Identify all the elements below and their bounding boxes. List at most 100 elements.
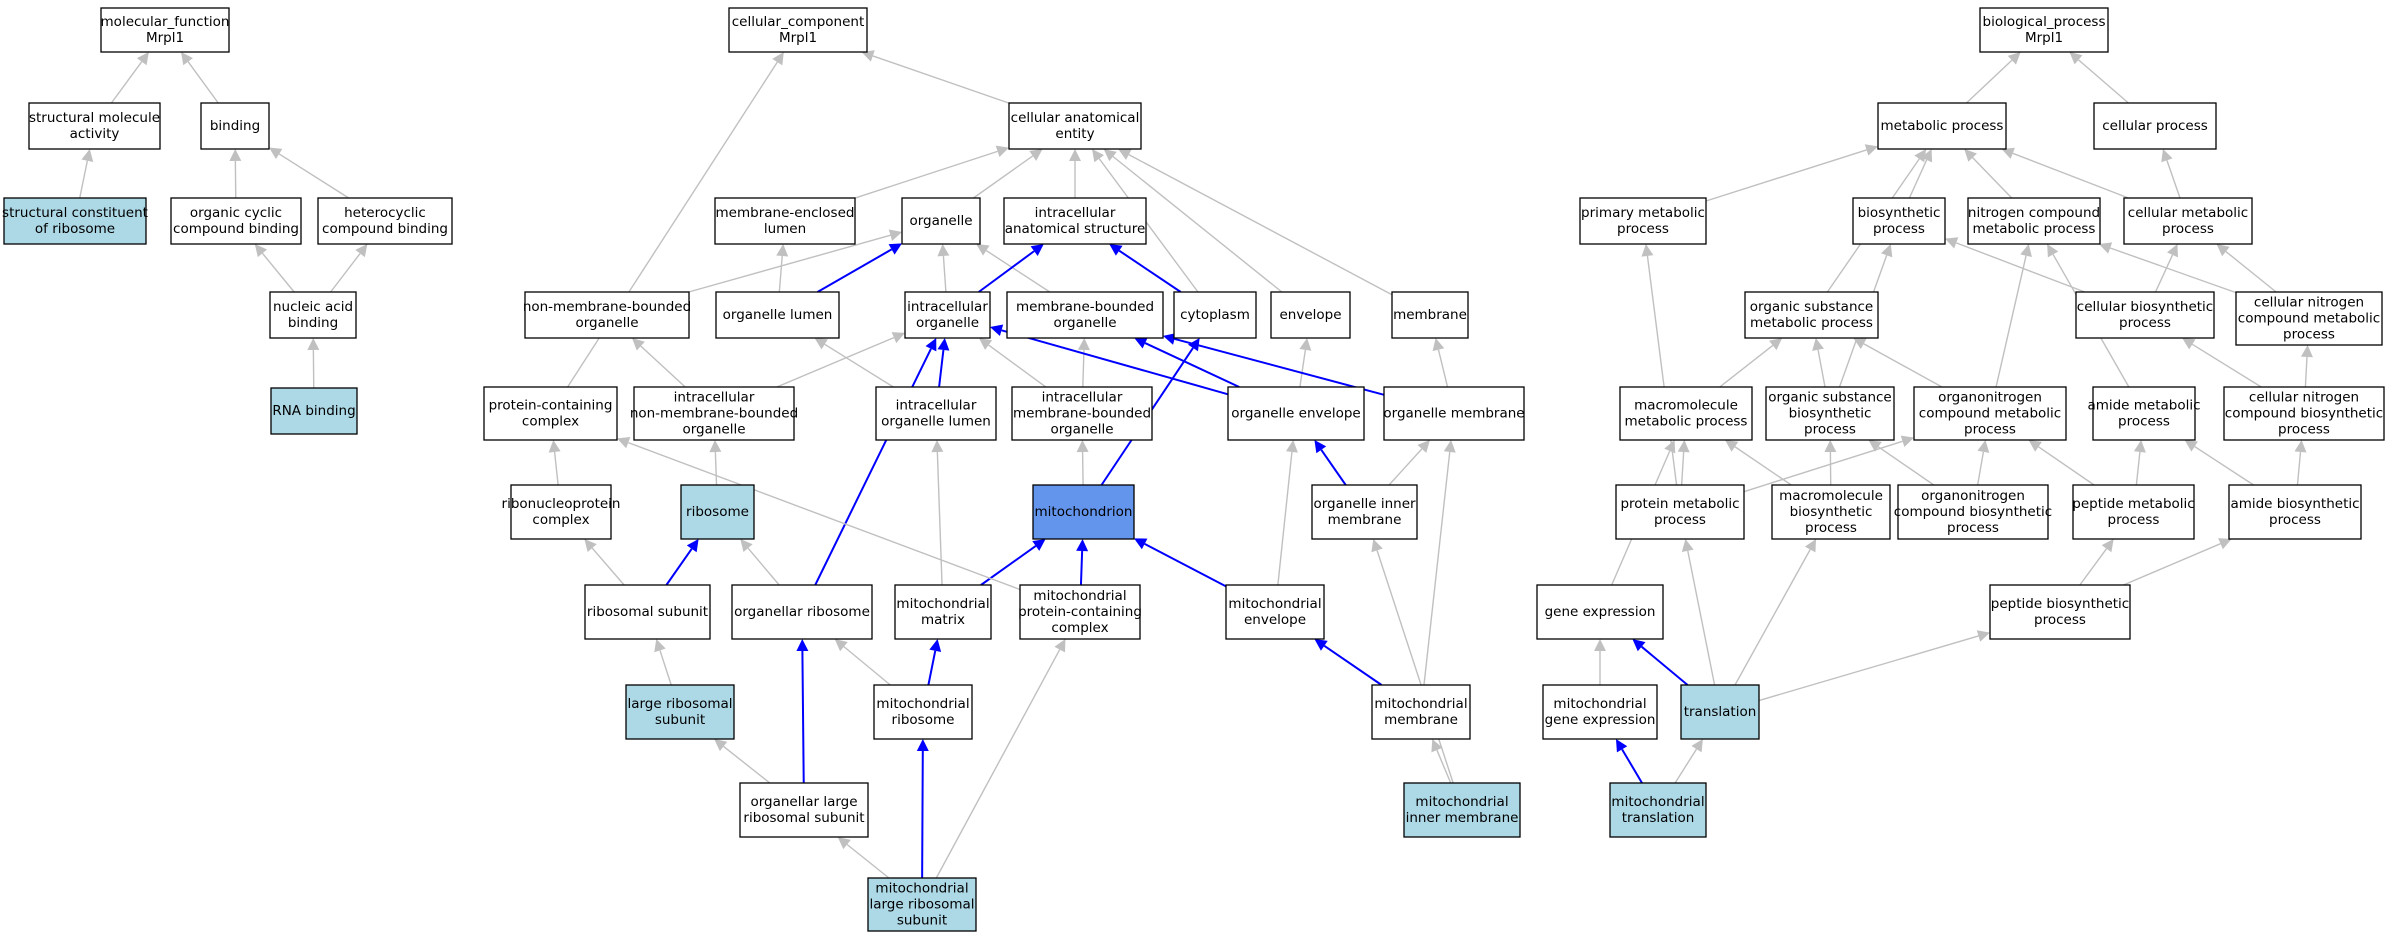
node-box[interactable] [894, 584, 992, 640]
node-box[interactable] [2075, 291, 2215, 339]
node-membrane[interactable]: membrane [1391, 291, 1469, 339]
node-mito[interactable]: mitochondrion [1032, 484, 1135, 540]
node-box[interactable] [524, 291, 690, 339]
node-box[interactable] [1403, 782, 1521, 838]
node-box[interactable] [904, 291, 991, 339]
node-org_rib[interactable]: organellar ribosome [731, 584, 873, 640]
node-inmbo[interactable]: intracellularnon-membrane-boundedorganel… [630, 386, 798, 441]
node-box[interactable] [170, 197, 302, 245]
node-met_proc[interactable]: metabolic process [1877, 102, 2007, 150]
node-box[interactable] [1227, 386, 1365, 441]
node-box[interactable] [714, 197, 856, 245]
node-gene_exp[interactable]: gene expression [1536, 584, 1664, 640]
node-box[interactable] [728, 7, 868, 53]
node-envelope[interactable]: envelope [1270, 291, 1351, 339]
node-org_lumen[interactable]: organelle lumen [715, 291, 840, 339]
node-box[interactable] [1003, 197, 1147, 245]
node-box[interactable] [1011, 386, 1153, 441]
node-box[interactable] [270, 387, 358, 435]
node-box[interactable] [873, 684, 973, 740]
node-box[interactable] [1744, 291, 1879, 339]
node-box[interactable] [317, 197, 453, 245]
node-cell_proc[interactable]: cellular process [2093, 102, 2217, 150]
node-box[interactable] [2228, 484, 2362, 540]
node-binding[interactable]: binding [200, 102, 270, 150]
node-box[interactable] [1311, 484, 1418, 540]
node-org_env[interactable]: organelle envelope [1227, 386, 1365, 441]
node-box[interactable] [1897, 484, 2049, 540]
node-box[interactable] [483, 386, 618, 441]
node-box[interactable] [901, 197, 981, 245]
node-translation[interactable]: translation [1680, 684, 1760, 740]
node-box[interactable] [1967, 197, 2101, 245]
node-box[interactable] [1536, 584, 1664, 640]
node-box[interactable] [1852, 197, 1946, 245]
node-box[interactable] [1609, 782, 1707, 838]
node-rib_sub[interactable]: ribosomal subunit [584, 584, 711, 640]
node-box[interactable] [510, 484, 612, 540]
node-box[interactable] [200, 102, 270, 150]
node-box[interactable] [1579, 197, 1707, 245]
node-box[interactable] [1542, 684, 1658, 740]
node-box[interactable] [1680, 684, 1760, 740]
node-box[interactable] [1032, 484, 1135, 540]
node-box[interactable] [739, 782, 869, 838]
node-box[interactable] [1006, 291, 1164, 339]
node-box[interactable] [3, 197, 147, 245]
node-box[interactable] [680, 484, 755, 540]
node-box[interactable] [1270, 291, 1351, 339]
node-box[interactable] [2072, 484, 2195, 540]
node-box[interactable] [1019, 584, 1141, 640]
node-box[interactable] [100, 7, 230, 53]
node-box[interactable] [2235, 291, 2383, 346]
node-ribosome[interactable]: ribosome [680, 484, 755, 540]
node-box[interactable] [1765, 386, 1895, 441]
node-box[interactable] [584, 584, 711, 640]
node-box[interactable] [28, 102, 161, 150]
node-cytoplasm[interactable]: cytoplasm [1173, 291, 1257, 339]
node-box[interactable] [1008, 102, 1142, 150]
node-box[interactable] [2123, 197, 2253, 245]
